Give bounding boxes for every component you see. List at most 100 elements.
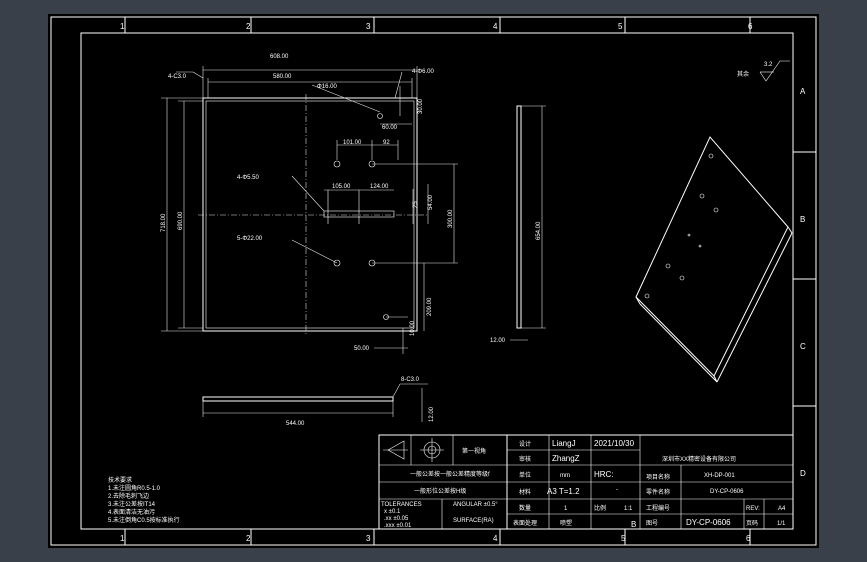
dim-offset-30: 30.00 bbox=[418, 98, 424, 114]
dim-offset-50: 50.00 bbox=[354, 346, 370, 352]
zone-row-a: A bbox=[800, 87, 806, 96]
tb-tol-xxx: .xxx ±0.01 bbox=[384, 523, 412, 529]
dim-bottom-thickness: 12.00 bbox=[429, 406, 435, 422]
zone-row-d: D bbox=[800, 469, 806, 478]
tb-tol-x: x ±0.1 bbox=[384, 509, 401, 515]
note-bottom-chamfer: 8-C3.0 bbox=[401, 377, 420, 383]
note-edge-holes: 4-Φ6.00 bbox=[412, 69, 434, 75]
note-large-holes: 5-Φ22.00 bbox=[237, 236, 263, 242]
tb-hrc: HRC: bbox=[594, 470, 614, 479]
roughness-symbol bbox=[759, 60, 790, 82]
tb-part-code: DY-CP-0606 bbox=[710, 489, 744, 495]
tb-check-label: 审核 bbox=[519, 455, 531, 463]
zone-col-5-top: 5 bbox=[618, 22, 623, 31]
zone-col-2-top: 2 bbox=[246, 22, 251, 31]
inner-border bbox=[80, 32, 794, 530]
dim-pitch-101: 101.00 bbox=[343, 140, 362, 146]
roughness-label: 其余 bbox=[737, 70, 749, 78]
dim-pitch-105: 105.00 bbox=[332, 184, 351, 190]
tb-general-tol-2: 一般形位公差按H级 bbox=[414, 487, 466, 495]
tb-company: 深圳市XX精密设备有限公司 bbox=[662, 455, 736, 463]
dim-offset-60: 60.00 bbox=[382, 125, 398, 131]
dim-pitch-124: 124.00 bbox=[370, 184, 389, 190]
tb-project-label: 项目名称 bbox=[646, 473, 670, 481]
front-plate-outline bbox=[202, 97, 418, 332]
tb-b-letter: B bbox=[631, 520, 636, 529]
tb-part-label: 零件名称 bbox=[646, 488, 670, 496]
tb-scale: 1:1 bbox=[624, 506, 633, 512]
tb-angular: ANGULAR ±0.5° bbox=[453, 502, 498, 508]
iso-plate-edge bbox=[635, 296, 718, 383]
tb-number-value: DY-CP-0606 bbox=[686, 518, 731, 527]
dim-overall-height: 718.00 bbox=[161, 213, 167, 232]
title-block[interactable] bbox=[378, 434, 794, 530]
note-small-hole: Φ16.00 bbox=[317, 84, 337, 90]
tb-sheet-value: 1/1 bbox=[777, 521, 786, 527]
note-line-2: 2.去除毛刺飞边 bbox=[108, 492, 149, 500]
tb-surface: SURFACE(RA) bbox=[453, 518, 494, 524]
tb-drawing-label: 工程编号 bbox=[646, 504, 670, 512]
dim-offset-209: 209.00 bbox=[427, 297, 433, 316]
zone-col-3-bottom: 3 bbox=[366, 534, 371, 543]
dim-bottom-length: 544.00 bbox=[286, 421, 305, 427]
zone-col-2-bottom: 2 bbox=[246, 534, 251, 543]
note-slot-holes: 4-Φ5.50 bbox=[237, 175, 259, 181]
iso-holes bbox=[644, 153, 719, 299]
tb-projection-label: 第一视角 bbox=[462, 447, 486, 455]
dim-pitch-25: 25 bbox=[413, 201, 419, 208]
tb-unit-label: 单位 bbox=[519, 471, 531, 479]
front-view[interactable] bbox=[161, 66, 458, 354]
dim-height-300: 300.00 bbox=[448, 209, 454, 228]
side-plate-outline bbox=[516, 105, 522, 329]
tb-qty-label: 数量 bbox=[519, 504, 531, 512]
note-line-3: 3.未注公差按IT14 bbox=[108, 500, 156, 508]
dim-inner-height: 690.00 bbox=[178, 211, 184, 230]
dim-side-height: 654.00 bbox=[536, 221, 542, 240]
bottom-view[interactable] bbox=[202, 383, 428, 422]
roughness-value: 3.2 bbox=[764, 62, 773, 68]
tb-material-label: 材料 bbox=[519, 488, 531, 496]
zone-ticks bbox=[124, 17, 816, 545]
side-view[interactable] bbox=[510, 105, 546, 341]
tb-unit: mm bbox=[560, 473, 570, 479]
tb-design-label: 设计 bbox=[519, 440, 531, 448]
dim-pitch-54: 54.00 bbox=[428, 194, 434, 210]
outer-border bbox=[50, 16, 817, 546]
zone-row-c: C bbox=[800, 342, 806, 351]
tb-scale-label: 比例 bbox=[594, 504, 606, 512]
tb-rev-label: REV: bbox=[746, 506, 760, 512]
tb-sheet-label: 页码 bbox=[746, 519, 758, 527]
zone-col-6-top: 6 bbox=[748, 22, 753, 31]
note-line-4: 4.表面清洁无油污 bbox=[108, 508, 155, 516]
tb-surface-label: 表面处理 bbox=[513, 519, 537, 527]
drawing-svg: 1 2 3 4 5 6 1 2 3 4 5 6 A B C D bbox=[50, 16, 817, 546]
note-line-0: 技术要求 bbox=[108, 476, 132, 484]
note-line-1: 1.未注圆角R0.5-1.0 bbox=[108, 484, 161, 492]
tb-qty: 1 bbox=[564, 506, 568, 512]
tb-tol-xx: .xx ±0.05 bbox=[384, 516, 409, 522]
drawing-sheet: 1 2 3 4 5 6 1 2 3 4 5 6 A B C D bbox=[48, 14, 819, 548]
tb-checker: ZhangZ bbox=[552, 454, 580, 463]
dim-pitch-92: 92 bbox=[383, 140, 390, 146]
tb-general-tol-1: 一般公差按一般公差精度等级f bbox=[410, 470, 490, 478]
zone-col-5-bottom: 5 bbox=[621, 534, 626, 543]
zone-col-4-top: 4 bbox=[493, 22, 498, 31]
dim-side-thickness: 12.00 bbox=[490, 338, 506, 344]
bottom-plate-outline bbox=[202, 396, 394, 402]
tb-designer: LiangJ bbox=[552, 439, 576, 448]
isometric-view[interactable] bbox=[635, 136, 793, 383]
tb-tolerances-header: TOLERANCES bbox=[381, 502, 422, 508]
tb-material: A3 T=1.2 bbox=[547, 487, 580, 496]
zone-col-4-bottom: 4 bbox=[493, 534, 498, 543]
tb-date: 2021/10/30 bbox=[594, 439, 635, 448]
dim-overall-width: 608.00 bbox=[270, 54, 289, 60]
zone-row-b: B bbox=[800, 215, 805, 224]
tb-finish: 喷塑 bbox=[560, 519, 572, 527]
front-plate-inner bbox=[205, 100, 415, 329]
zone-col-6-bottom: 6 bbox=[746, 534, 751, 543]
note-chamfer-corner: 4-C3.0 bbox=[168, 74, 187, 80]
tb-project-code: XH-DP-001 bbox=[704, 473, 735, 479]
zone-col-3-top: 3 bbox=[366, 22, 371, 31]
tb-number-label: 图号 bbox=[646, 520, 658, 527]
